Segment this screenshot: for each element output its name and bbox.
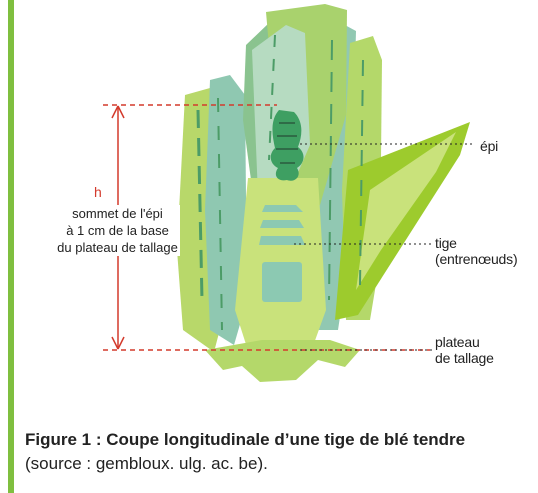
caption-bold: Figure 1 : Coupe longitudinale d’une tig… bbox=[25, 430, 465, 449]
inner-node-3 bbox=[259, 236, 305, 245]
caption-source: (source : gembloux. ulg. ac. be). bbox=[25, 454, 268, 473]
tige-label-line-1: tige bbox=[435, 235, 517, 251]
measurement-description: sommet de l'épi à 1 cm de la base du pla… bbox=[55, 205, 180, 256]
plateau-base bbox=[205, 340, 360, 382]
inner-node-1 bbox=[262, 205, 303, 212]
plateau-label-line-1: plateau bbox=[435, 334, 494, 350]
inner-node-2 bbox=[260, 220, 304, 228]
plateau-label-line-2: de tallage bbox=[435, 350, 494, 366]
core-block bbox=[262, 262, 302, 302]
h-label: h bbox=[94, 184, 102, 200]
tige-label: tige (entrenœuds) bbox=[435, 235, 517, 267]
measurement-line-1: sommet de l'épi bbox=[55, 205, 180, 222]
plateau-label: plateau de tallage bbox=[435, 334, 494, 366]
measurement-line-3: du plateau de tallage bbox=[55, 239, 180, 256]
epi-label: épi bbox=[480, 138, 498, 154]
tige-label-line-2: (entrenœuds) bbox=[435, 251, 517, 267]
measurement-line-2: à 1 cm de la base bbox=[55, 222, 180, 239]
figure-caption: Figure 1 : Coupe longitudinale d’une tig… bbox=[25, 428, 525, 476]
